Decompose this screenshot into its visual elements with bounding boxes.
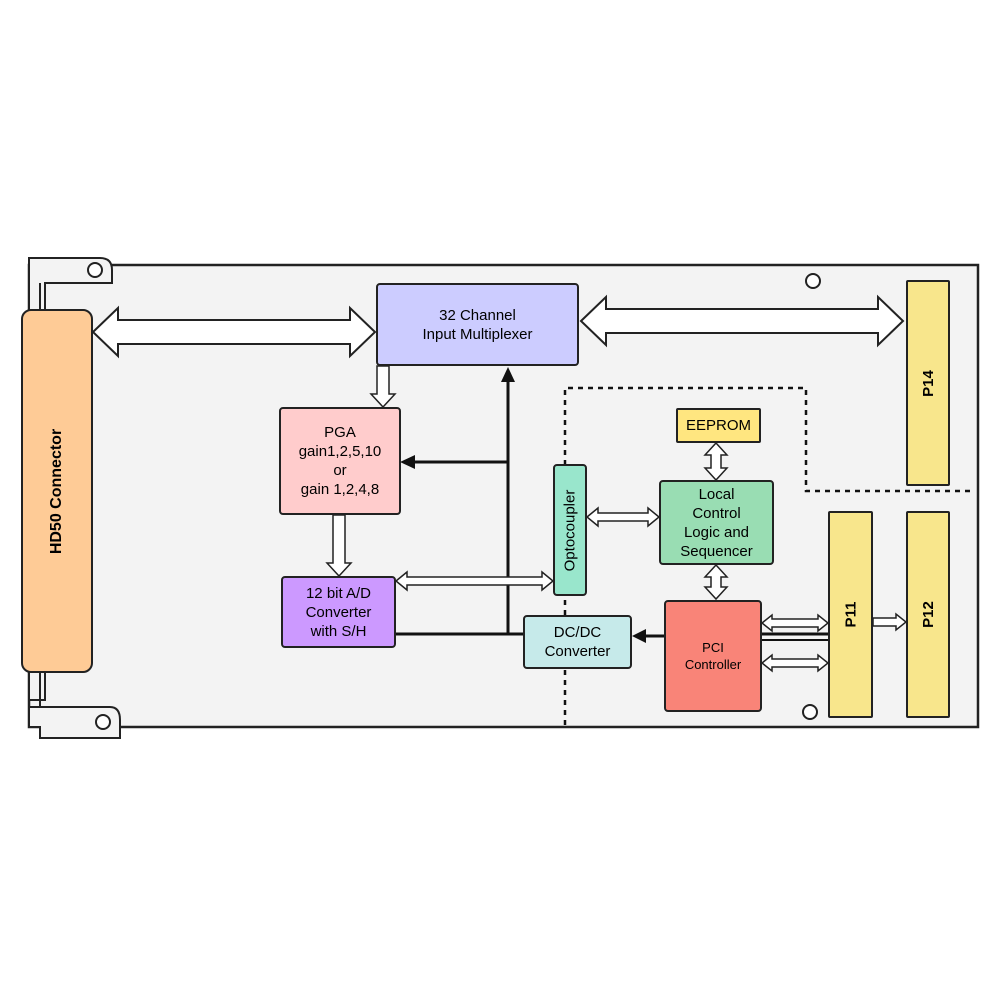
pga-label-line-1: PGA bbox=[324, 424, 356, 441]
adc-block: 12 bit A/D Converter with S/H bbox=[281, 576, 396, 648]
local-label-line-3: Logic and bbox=[683, 523, 750, 541]
eeprom-block: EEPROM bbox=[676, 408, 761, 443]
front-panel-tab-bottom bbox=[28, 706, 121, 739]
pga-block: PGA gain1,2,5,10 or gain 1,2,4,8 bbox=[279, 407, 401, 515]
mux-label-line-2: Input Multiplexer bbox=[422, 325, 533, 343]
p11-label: P11 bbox=[842, 601, 859, 628]
dcdc-converter: DC/DC Converter bbox=[523, 615, 632, 669]
p14-connector: P14 bbox=[906, 280, 950, 486]
local-pci-arrow bbox=[703, 563, 729, 601]
mounting-hole-bottom-left bbox=[95, 714, 111, 730]
adc-label-line-3: with S/H bbox=[310, 622, 367, 640]
p14-label: P14 bbox=[919, 369, 937, 397]
p11-p12-arrow bbox=[872, 612, 908, 632]
control-arrowhead-mux bbox=[501, 367, 515, 382]
optocoupler-block: Optocoupler bbox=[553, 464, 587, 596]
pci-controller: PCI Controller bbox=[664, 600, 762, 712]
optocoupler-label: Optocoupler bbox=[561, 489, 579, 571]
p12-label: P12 bbox=[919, 601, 937, 628]
local-label-line-1: Local bbox=[698, 485, 735, 503]
pga-label-line-4: gain 1,2,4,8 bbox=[300, 481, 380, 498]
local-label-line-2: Control bbox=[692, 504, 741, 522]
p12-connector: P12 bbox=[906, 511, 950, 718]
pga-adc-arrow bbox=[325, 514, 353, 578]
pci-label-line-1: PCI bbox=[702, 640, 724, 655]
hd50-mux-bus-arrow bbox=[91, 305, 377, 359]
dcdc-label-line-2: Converter bbox=[544, 643, 611, 660]
hd50-connector: HD50 Connector bbox=[21, 309, 93, 673]
p11-connector: P11 bbox=[828, 511, 873, 718]
pga-label-line-3: or bbox=[333, 462, 347, 479]
pci-dcdc-arrowhead bbox=[632, 629, 646, 643]
adc-label-line-2: Converter bbox=[305, 603, 372, 621]
pci-label-line-2: Controller bbox=[684, 657, 742, 672]
mounting-hole-top-right bbox=[805, 273, 821, 289]
local-control-logic: Local Control Logic and Sequencer bbox=[659, 480, 774, 565]
mounting-hole-top-left bbox=[87, 262, 103, 278]
pga-label-line-2: gain1,2,5,10 bbox=[298, 443, 382, 460]
input-multiplexer: 32 Channel Input Multiplexer bbox=[376, 283, 579, 366]
hd50-connector-label: HD50 Connector bbox=[48, 428, 66, 554]
adc-label-line-1: 12 bit A/D bbox=[305, 584, 372, 602]
local-label-line-4: Sequencer bbox=[680, 542, 753, 560]
control-arrowhead-pga bbox=[400, 455, 415, 469]
dcdc-label-line-1: DC/DC bbox=[553, 624, 602, 641]
mounting-hole-bottom-right bbox=[802, 704, 818, 720]
mux-pga-arrow bbox=[369, 365, 397, 409]
mux-label-line-1: 32 Channel bbox=[439, 306, 516, 324]
eeprom-label: EEPROM bbox=[685, 417, 751, 434]
mux-p14-bus-arrow bbox=[579, 294, 905, 348]
